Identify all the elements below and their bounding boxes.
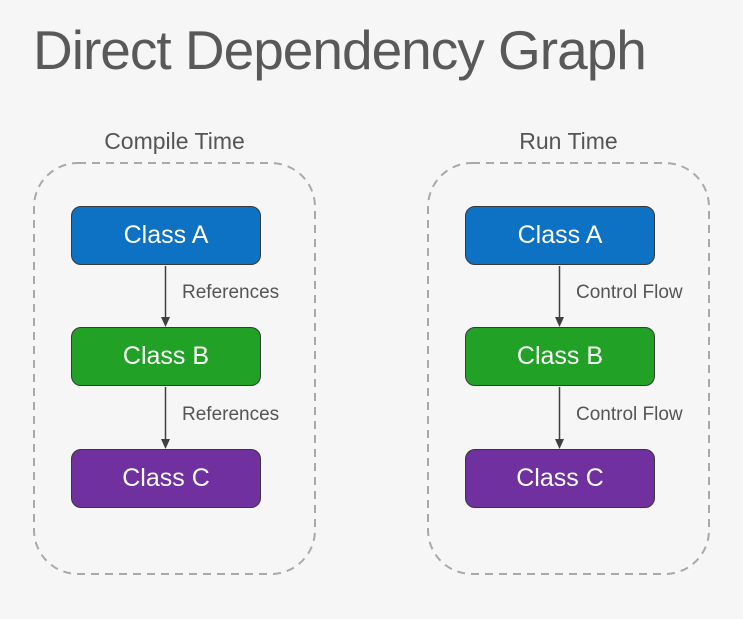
run-time-panel: Run Time Class A Control Flow Class B Co… [427,128,710,583]
class-a-label: Class A [517,221,603,249]
arrow-down-icon [161,387,170,449]
class-b-node: Class B [465,327,655,386]
edge-label-a-b: Control Flow [576,282,683,303]
arrow-down-icon [555,387,564,449]
edge-label-a-b: References [182,282,280,303]
compile-time-panel-title: Compile Time [104,128,245,154]
class-a-node: Class A [71,206,261,265]
arrow-down-icon [161,266,170,327]
edge-label-b-c: References [182,404,280,425]
class-b-node: Class B [71,327,261,386]
page-title: Direct Dependency Graph [33,19,647,81]
edge-label-b-c: Control Flow [576,404,683,425]
class-a-node: Class A [465,206,655,265]
class-b-label: Class B [516,342,604,370]
class-a-label: Class A [123,221,209,249]
class-c-label: Class C [516,464,604,492]
dashed-panel-outline [427,162,710,575]
compile-time-panel: Compile Time Class A References Class B … [33,128,316,583]
class-c-label: Class C [122,464,210,492]
run-time-panel-title: Run Time [519,128,618,154]
class-b-label: Class B [122,342,210,370]
arrow-down-icon [555,266,564,327]
dashed-panel-outline [33,162,316,575]
class-c-node: Class C [71,449,261,508]
class-c-node: Class C [465,449,655,508]
